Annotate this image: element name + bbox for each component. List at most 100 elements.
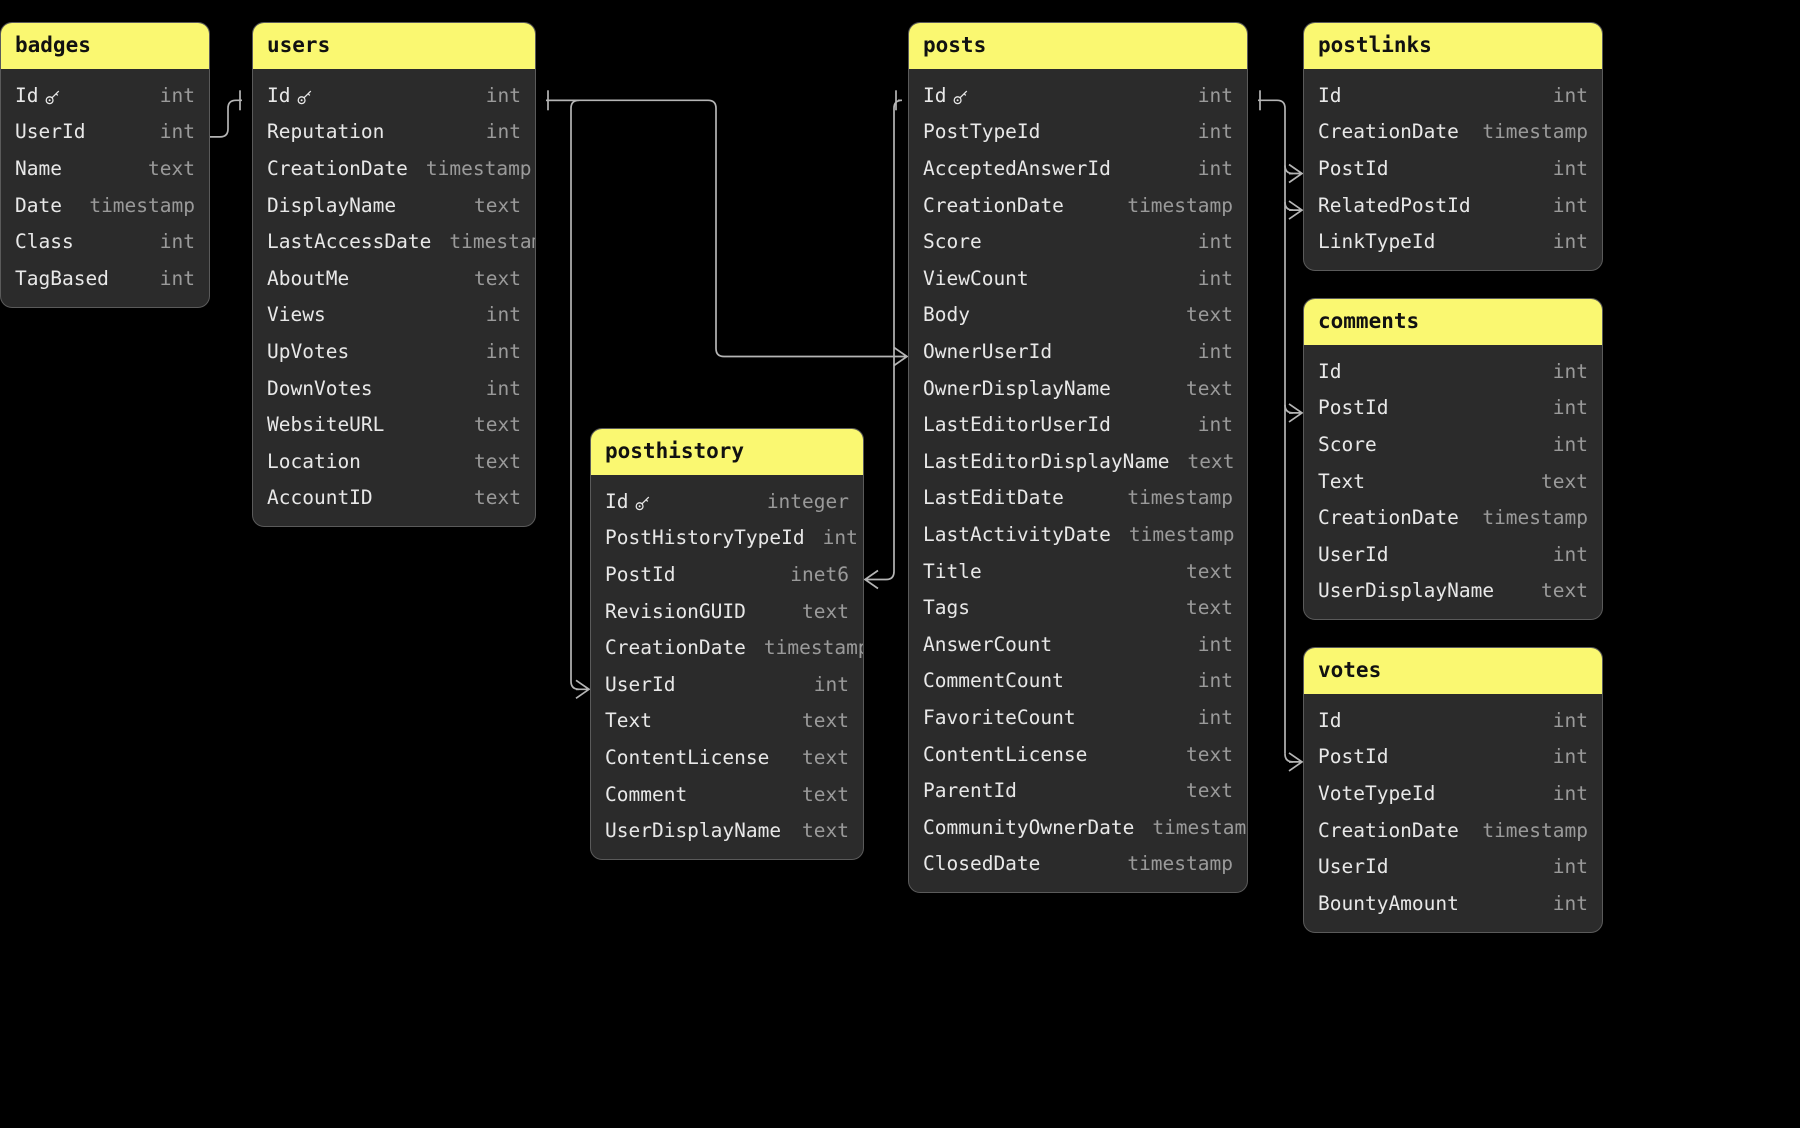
column-name: Id xyxy=(605,490,651,513)
column-name: PostId xyxy=(1318,745,1388,768)
column-name: VoteTypeId xyxy=(1318,782,1435,805)
column-name: UserDisplayName xyxy=(605,819,781,842)
column-name: OwnerUserId xyxy=(923,340,1052,363)
column-name: WebsiteURL xyxy=(267,413,384,436)
column-row[interactable]: LastAccessDatetimestamp xyxy=(253,223,535,260)
column-name-label: LinkTypeId xyxy=(1318,230,1436,254)
table-header-postlinks[interactable]: postlinks xyxy=(1304,23,1602,70)
table-header-posthistory[interactable]: posthistory xyxy=(591,429,863,476)
column-name: UserId xyxy=(1318,855,1388,878)
column-name-label: PostId xyxy=(605,563,676,587)
column-name: LastActivityDate xyxy=(923,523,1111,546)
column-name-label: AboutMe xyxy=(267,266,350,290)
table-header-badges[interactable]: badges xyxy=(1,23,209,70)
column-name-label: AccountID xyxy=(267,486,373,510)
column-type: int xyxy=(1552,708,1588,732)
column-type: int xyxy=(1197,120,1233,144)
table-header-posts[interactable]: posts xyxy=(909,23,1247,70)
column-name-label: Class xyxy=(15,230,74,254)
table-header-votes[interactable]: votes xyxy=(1304,648,1602,695)
table-header-comments[interactable]: comments xyxy=(1304,299,1602,346)
column-name-label: ParentId xyxy=(923,779,1017,803)
column-type: int xyxy=(159,120,195,144)
table-header-users[interactable]: users xyxy=(253,23,535,70)
